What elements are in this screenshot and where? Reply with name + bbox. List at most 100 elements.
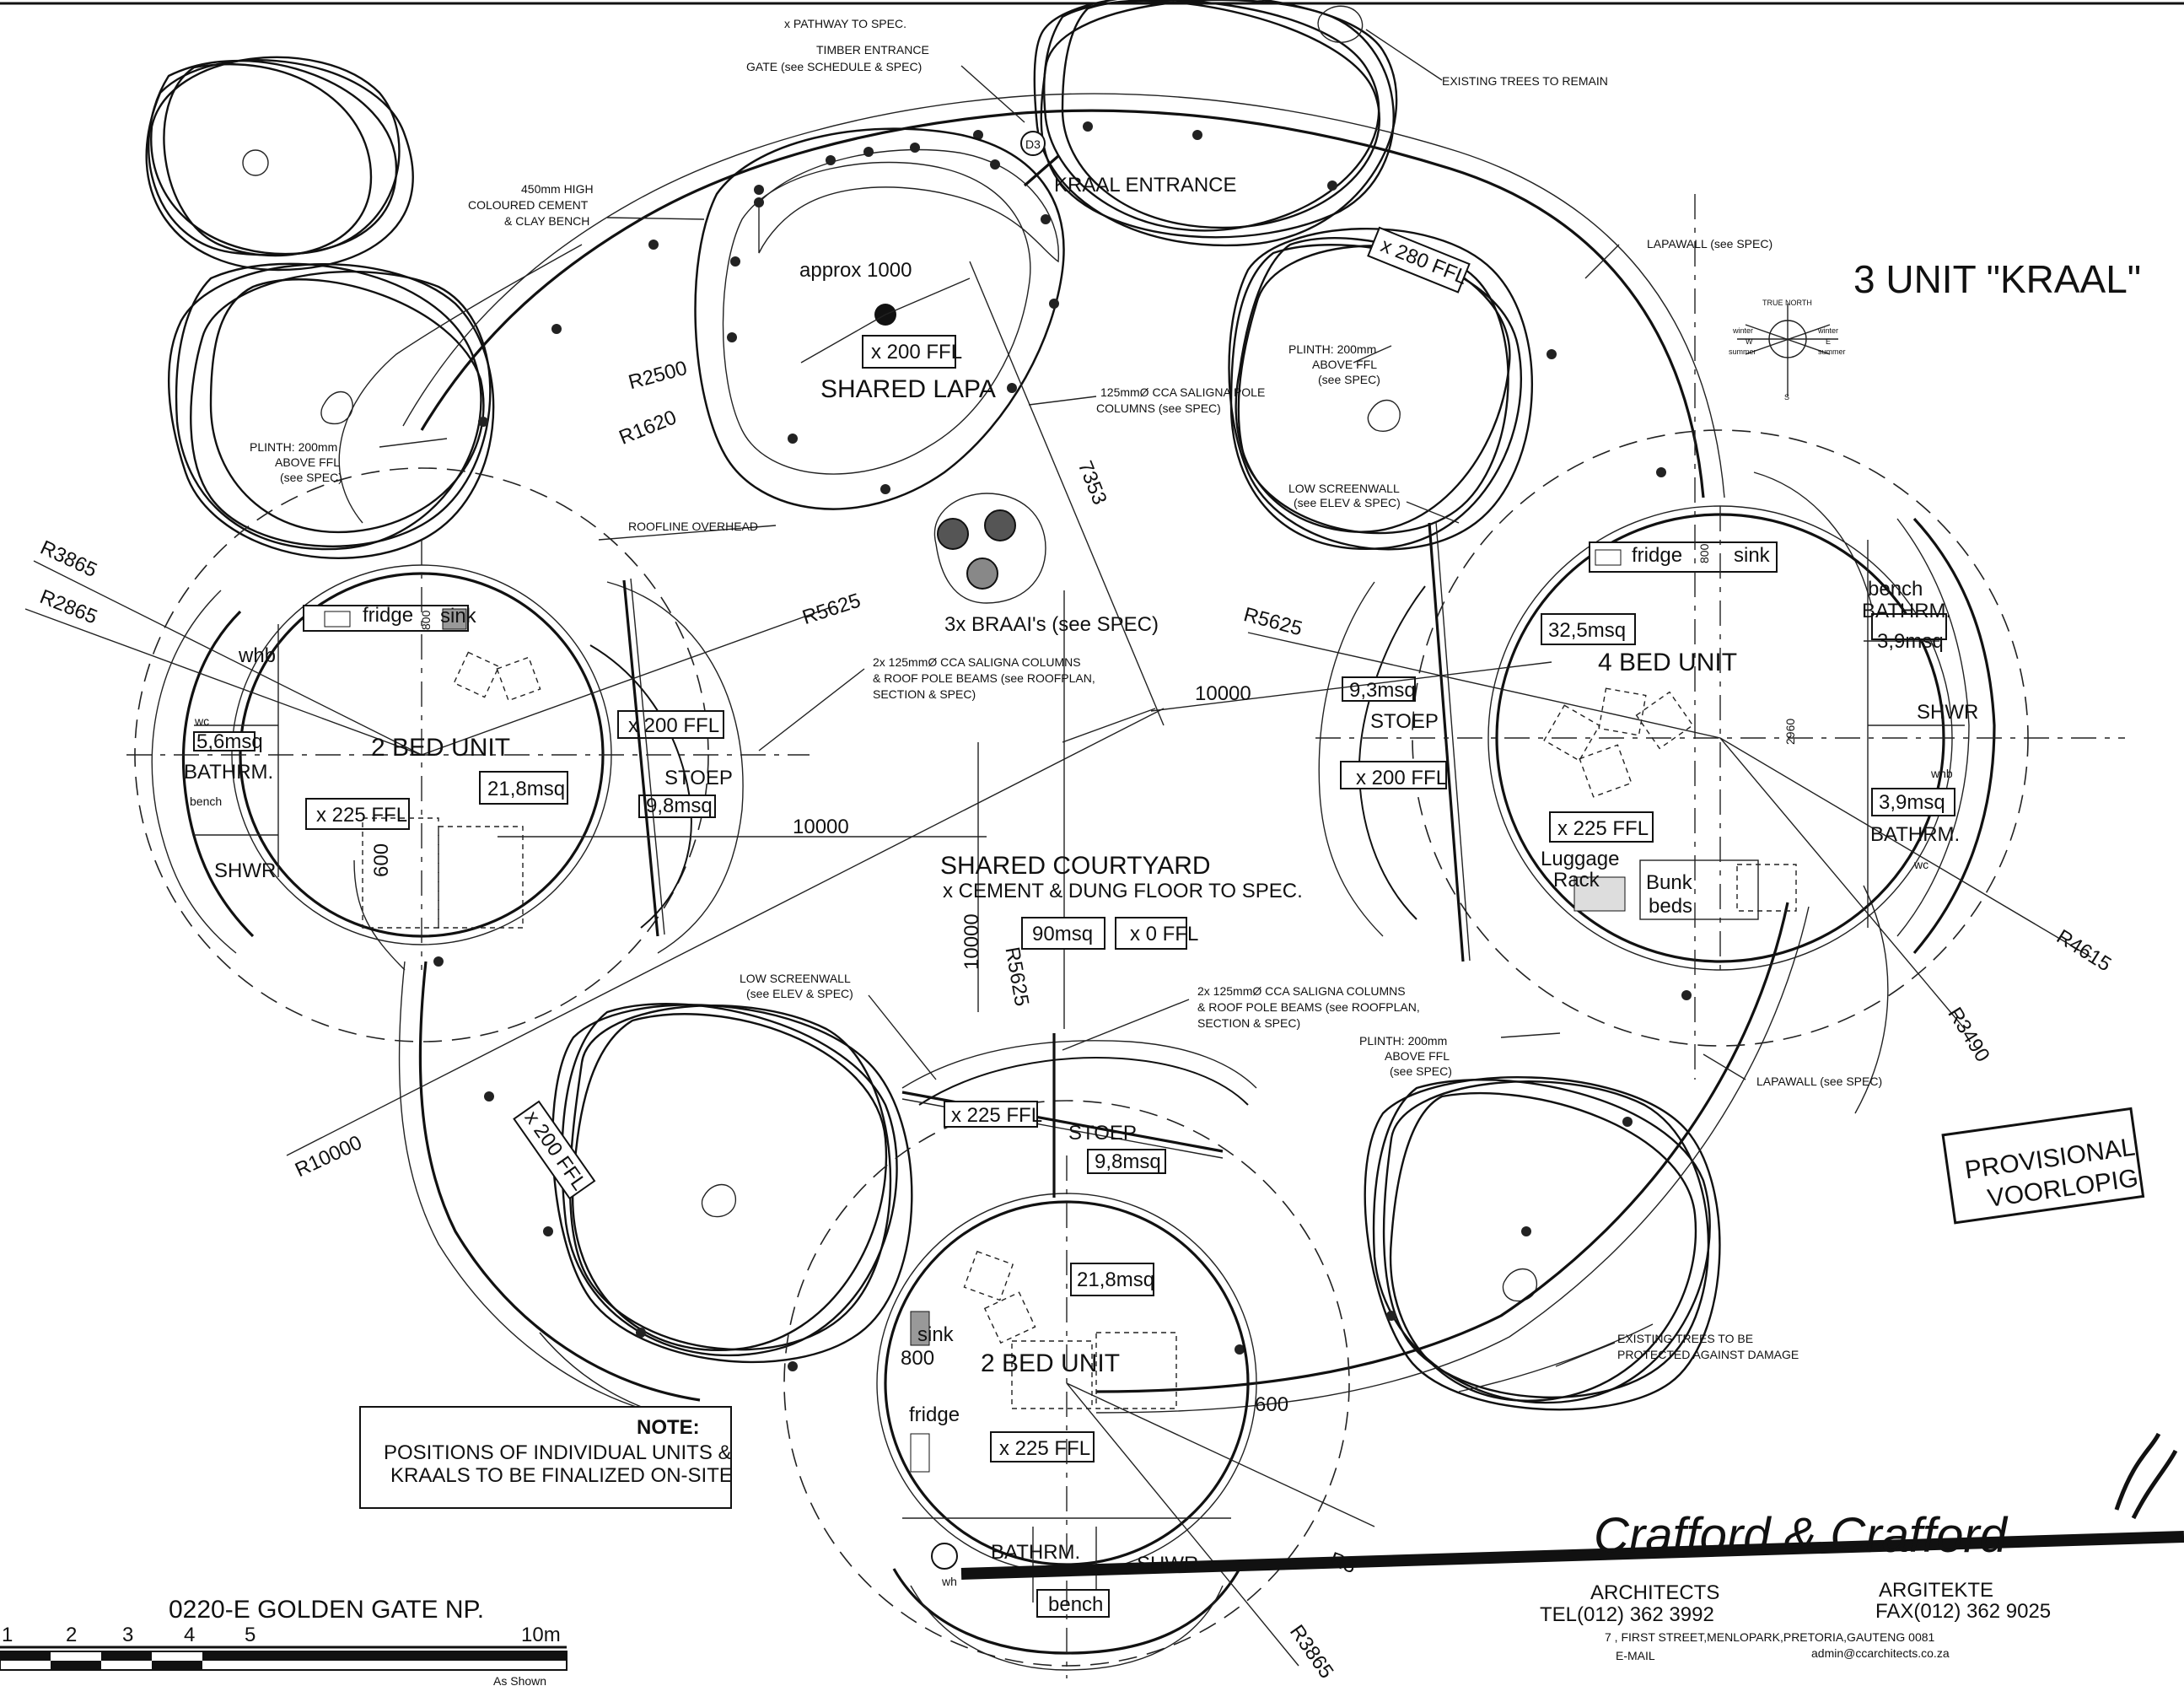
unit-east-stoep-ffl: x 200 FFL <box>1356 767 1447 789</box>
gate-label-1: TIMBER ENTRANCE <box>816 43 929 57</box>
firm-address: 7 , FIRST STREET,MENLOPARK,PRETORIA,GAUT… <box>1605 1630 1935 1644</box>
unit-south-stoep-ffl: x 225 FFL <box>951 1104 1042 1127</box>
unit-east-whb: whb <box>1930 767 1953 780</box>
note-line-1: POSITIONS OF INDIVIDUAL UNITS & <box>384 1441 732 1464</box>
plinth-ne-label-3: (see SPEC) <box>1318 373 1380 386</box>
unit-west-whb: whb <box>238 644 276 667</box>
unit-east-bathrm-bot: BATHRM. <box>1870 823 1960 846</box>
unit-east-shwr: SHWR <box>1917 701 1978 724</box>
compass-w: W <box>1746 337 1753 346</box>
unit-east-luggage-1: Luggage <box>1541 848 1619 870</box>
tree-nw <box>145 56 414 272</box>
unit-south-bathrm: BATHRM. <box>991 1541 1080 1564</box>
unit-east-fridge: fridge <box>1632 544 1682 567</box>
unit-east-bench: bench <box>1868 578 1923 601</box>
unit-south-ffl: x 225 FFL <box>999 1437 1090 1460</box>
compass-summer-e: summer <box>1818 347 1846 356</box>
pole-label-2: COLUMNS (see SPEC) <box>1096 401 1221 415</box>
unit-west-stoep-area: 9,8msq <box>646 795 713 817</box>
pole-label-1: 125mmØ CCA SALIGNA POLE <box>1100 385 1265 399</box>
plinth-ne-label-2: ABOVE FFL <box>1312 358 1377 371</box>
plinth-se-label-2: ABOVE FFL <box>1385 1049 1450 1063</box>
plinth-w-label-2: ABOVE FFL <box>275 455 340 469</box>
unit-west-wc: wc <box>194 714 209 728</box>
braai-label: 3x BRAAI's (see SPEC) <box>944 613 1159 636</box>
compass-winter-e: winter <box>1817 326 1838 335</box>
unit-south-600: 600 <box>1255 1393 1288 1416</box>
note-line-2: KRAALS TO BE FINALIZED ON-SITE <box>390 1464 733 1487</box>
plinth-w-label-3: (see SPEC) <box>280 471 342 484</box>
cols-s-label-1: 2x 125mmØ CCA SALIGNA COLUMNS <box>1197 984 1406 998</box>
firm-fax: FAX(012) 362 9025 <box>1875 1600 2051 1623</box>
unit-south-stoep-area: 9,8msq <box>1095 1150 1161 1173</box>
braai-group <box>933 493 1046 604</box>
shared-lapa <box>694 127 1065 510</box>
scale-note: As Shown <box>493 1674 546 1686</box>
low-screenwall-ne-2: (see ELEV & SPEC) <box>1294 496 1401 509</box>
lapa-ffl-label: x 200 FFL <box>871 341 962 364</box>
unit-south-fridge: fridge <box>909 1403 960 1426</box>
unit-east-bath-top-area: 3,9msq <box>1877 630 1944 653</box>
r3865-s-label: R3865 <box>1285 1621 1338 1683</box>
project-title: 0220-E GOLDEN GATE NP. <box>169 1596 484 1624</box>
unit-south-title: 2 BED UNIT <box>981 1349 1120 1377</box>
plinth-se-label-1: PLINTH: 200mm <box>1359 1034 1447 1048</box>
scale-bar <box>0 1646 568 1671</box>
entrance-gate <box>1020 131 1060 187</box>
gate-label-2: GATE (see SCHEDULE & SPEC) <box>746 60 922 73</box>
unit-south-bench: bench <box>1048 1593 1103 1616</box>
trees-protect-label-1: EXISTING TREES TO BE <box>1617 1332 1753 1345</box>
scale-tick-4: 4 <box>184 1624 195 1646</box>
firm-band <box>960 1432 2184 1580</box>
unit-west-ffl: x 225 FFL <box>316 804 407 827</box>
unit-east-title: 4 BED UNIT <box>1598 649 1737 676</box>
compass-winter-w: winter <box>1732 326 1753 335</box>
note-box <box>359 1406 732 1509</box>
roofline-label: ROOFLINE OVERHEAD <box>628 520 758 533</box>
unit-west-area: 21,8msq <box>487 778 565 800</box>
firm-tel: TEL(012) 362 3992 <box>1540 1603 1714 1626</box>
unit-east-bunk-1: Bunk <box>1646 871 1693 894</box>
r1620-label: R1620 <box>616 406 680 450</box>
cols-w-label-3: SECTION & SPEC) <box>873 687 976 701</box>
dim-10000-e: 10000 <box>1195 682 1251 705</box>
compass <box>1737 304 1838 396</box>
dim-7353-label: 7353 <box>1073 458 1111 509</box>
unit-west-600: 600 <box>370 843 393 877</box>
unit-west-stoep: STOEP <box>664 767 733 789</box>
unit-west-bathrm: BATHRM. <box>184 761 273 784</box>
kraal-entrance-label: KRAAL ENTRANCE <box>1054 174 1237 197</box>
unit-east-luggage-2: Rack <box>1553 869 1600 891</box>
unit-west-stoep-ffl: x 200 FFL <box>628 714 719 737</box>
tree-se <box>1364 1076 1721 1411</box>
courtyard-floor-label: x CEMENT & DUNG FLOOR TO SPEC. <box>943 880 1303 902</box>
r5625-e-label: R5625 <box>1241 603 1304 640</box>
unit-west-title: 2 BED UNIT <box>371 734 510 762</box>
lapawall-top-label: LAPAWALL (see SPEC) <box>1647 237 1772 250</box>
tree-top <box>1033 0 1398 247</box>
unit-east-bath-bot-area: 3,9msq <box>1879 791 1945 814</box>
trees-protect-label-2: PROTECTED AGAINST DAMAGE <box>1617 1348 1799 1361</box>
unit-south-stoep: STOEP <box>1068 1122 1137 1145</box>
plinth-w-label-1: PLINTH: 200mm <box>250 440 337 454</box>
cols-s-label-2: & ROOF POLE BEAMS (see ROOFPLAN, <box>1197 1000 1420 1014</box>
firm-signature: Crafford & Crafford <box>1594 1508 2009 1563</box>
compass-s: S <box>1784 393 1789 401</box>
unit-west-shwr: SHWR <box>214 859 276 882</box>
cols-w-label-2: & ROOF POLE BEAMS (see ROOFPLAN, <box>873 671 1095 685</box>
shared-courtyard-label: SHARED COURTYARD <box>940 852 1211 880</box>
r2865-w-label: R2865 <box>36 585 100 629</box>
provisional-stamp <box>1941 1107 2145 1225</box>
unit-west-bath-area: 5,6msq <box>196 730 263 753</box>
r3865-w-label: R3865 <box>37 536 101 582</box>
compass-summer-w: summer <box>1729 347 1756 356</box>
unit-south-wh: wh <box>941 1575 957 1588</box>
r2500-label: R2500 <box>626 357 689 394</box>
scale-tick-3: 3 <box>122 1624 133 1646</box>
unit-west-bench: bench <box>190 795 222 808</box>
firm-argitekte: ARGITEKTE <box>1879 1579 1993 1602</box>
unit-west-800: 800 <box>419 610 433 630</box>
bench-label-3: & CLAY BENCH <box>504 214 589 228</box>
drawing-title: 3 UNIT "KRAAL" <box>1853 257 2141 301</box>
